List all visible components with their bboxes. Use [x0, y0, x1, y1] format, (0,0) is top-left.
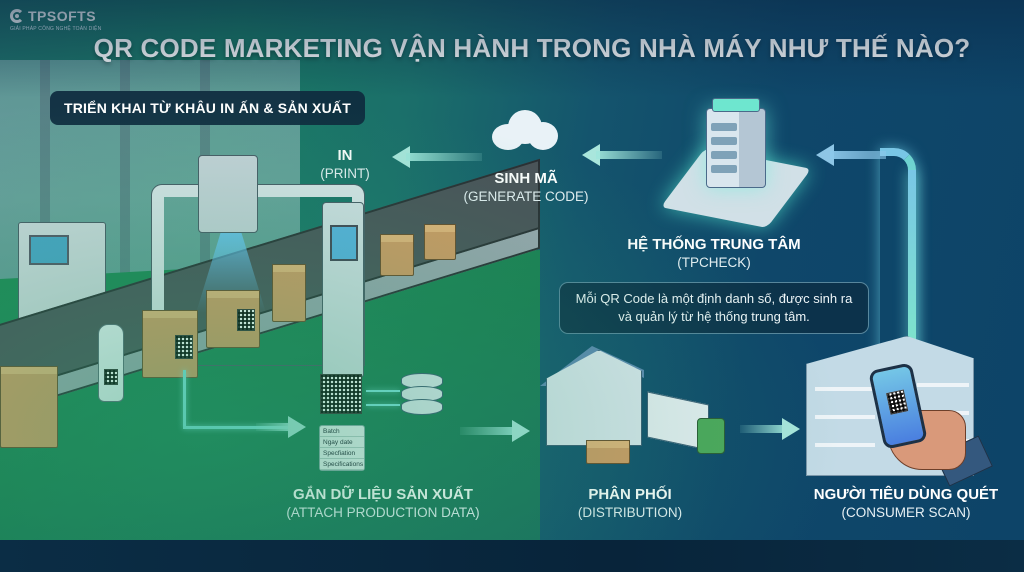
brand-logo: TPSOFTS GIẢI PHÁP CÔNG NGHỆ TOÀN DIỆN	[10, 8, 101, 32]
step-central: HỆ THỐNG TRUNG TÂM (TPCHECK)	[614, 236, 814, 270]
qr-code-icon	[104, 369, 118, 385]
bottom-band	[0, 540, 1024, 572]
stage-pill: TRIỂN KHAI TỪ KHÂU IN ẤN & SẢN XUẤT	[50, 91, 365, 125]
data-return-pipe-vertical	[908, 170, 916, 370]
data-row-specifications: Specifications	[320, 459, 364, 470]
step-distribution: PHÂN PHỐI (DISTRIBUTION)	[560, 486, 700, 520]
box-with-qr-icon	[206, 290, 260, 348]
data-flow-line	[183, 370, 186, 426]
arrow-to-central	[816, 144, 886, 166]
step-central-subtitle: (TPCHECK)	[677, 255, 751, 270]
pallet-boxes-icon	[586, 440, 630, 464]
brand-name: TPSOFTS	[28, 8, 97, 24]
wall-pillar	[120, 60, 130, 290]
data-row-batch: Batch	[320, 426, 364, 437]
arrow-to-consumer	[740, 418, 800, 440]
step-attach-subtitle: (ATTACH PRODUCTION DATA)	[286, 505, 480, 520]
qr-code-icon	[237, 309, 255, 331]
wall-pillar	[40, 60, 50, 290]
arrow-to-print	[392, 146, 482, 168]
qr-code-icon	[320, 374, 362, 414]
step-print-title: IN	[337, 147, 353, 164]
step-consumer-title: NGƯỜI TIÊU DÙNG QUÉT	[813, 486, 999, 503]
step-attach-title: GẮN DỮ LIỆU SẢN XUẤT	[293, 486, 473, 503]
bottle-icon	[98, 324, 124, 402]
step-print: IN (PRINT)	[310, 147, 380, 181]
database-icon	[401, 373, 443, 425]
data-flow-line	[183, 426, 293, 429]
step-print-subtitle: (PRINT)	[320, 166, 370, 181]
tpsofts-logo-icon	[10, 9, 24, 23]
data-row-spec: Specfiation	[320, 448, 364, 459]
step-generate-subtitle: (GENERATE CODE)	[463, 189, 589, 204]
step-generate-title: SINH MÃ	[494, 170, 558, 187]
arrow-to-generate	[582, 144, 662, 166]
qr-code-icon	[175, 335, 193, 359]
box-with-qr-icon	[142, 310, 198, 378]
box-icon	[272, 264, 306, 322]
box-icon	[424, 224, 456, 260]
brand-tagline: GIẢI PHÁP CÔNG NGHỆ TOÀN DIỆN	[10, 26, 102, 32]
cloud-server-icon	[488, 108, 560, 152]
arrow-to-attach	[256, 416, 306, 438]
step-attach: GẮN DỮ LIỆU SẢN XUẤT (ATTACH PRODUCTION …	[268, 486, 498, 520]
arrow-to-distribution	[460, 420, 530, 442]
production-data-card: Batch Ngay date Specfiation Specificatio…	[319, 425, 365, 471]
qr-code-icon	[886, 389, 909, 415]
step-distribution-title: PHÂN PHỐI	[588, 486, 672, 503]
data-row-date: Ngay date	[320, 437, 364, 448]
infographic-canvas: TPSOFTS GIẢI PHÁP CÔNG NGHỆ TOÀN DIỆN QR…	[0, 0, 1024, 540]
connector-line	[366, 404, 400, 406]
printhead-icon	[198, 155, 258, 233]
info-box: Mỗi QR Code là một định danh số, được si…	[559, 282, 869, 334]
step-consumer: NGƯỜI TIÊU DÙNG QUÉT (CONSUMER SCAN)	[806, 486, 1006, 520]
server-tower-icon	[706, 108, 766, 188]
connector-line	[366, 390, 400, 392]
box-icon	[0, 366, 58, 448]
warehouse-icon	[546, 350, 642, 446]
step-consumer-subtitle: (CONSUMER SCAN)	[841, 505, 971, 520]
page-title: QR CODE MARKETING VẬN HÀNH TRONG NHÀ MÁY…	[93, 33, 971, 63]
truck-cab	[697, 418, 725, 454]
step-central-title: HỆ THỐNG TRUNG TÂM	[627, 236, 801, 253]
step-generate: SINH MÃ (GENERATE CODE)	[446, 170, 606, 204]
box-icon	[380, 234, 414, 276]
server-top	[712, 98, 760, 112]
printer-panel	[322, 202, 364, 378]
step-distribution-subtitle: (DISTRIBUTION)	[577, 505, 683, 520]
